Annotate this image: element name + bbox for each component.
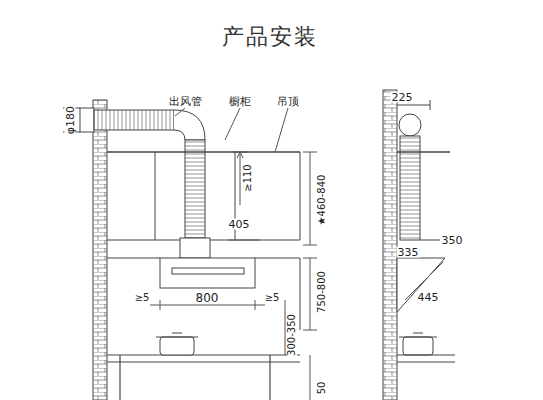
- dimension: 300-350: [287, 313, 297, 357]
- dimension: 50: [317, 381, 327, 396]
- dimension: ★460-840: [317, 174, 327, 227]
- dimension: 225: [391, 92, 414, 103]
- dimension: ≥5: [264, 293, 281, 303]
- dimension: 405: [228, 219, 251, 230]
- part-name: 吊顶: [276, 96, 300, 107]
- dimension: 350: [441, 235, 464, 246]
- dimension: 445: [417, 292, 440, 303]
- dimension: 750-800: [317, 270, 327, 314]
- dimension: ≥5: [134, 293, 151, 303]
- dimension: 800: [195, 292, 220, 304]
- part-name: 橱柜: [228, 96, 252, 107]
- dimension: ≥110: [243, 163, 253, 192]
- dimension: 335: [397, 247, 420, 258]
- title: 产品安装: [222, 22, 318, 52]
- part-name: 出风管: [168, 96, 203, 107]
- dimension: φ180: [65, 105, 76, 135]
